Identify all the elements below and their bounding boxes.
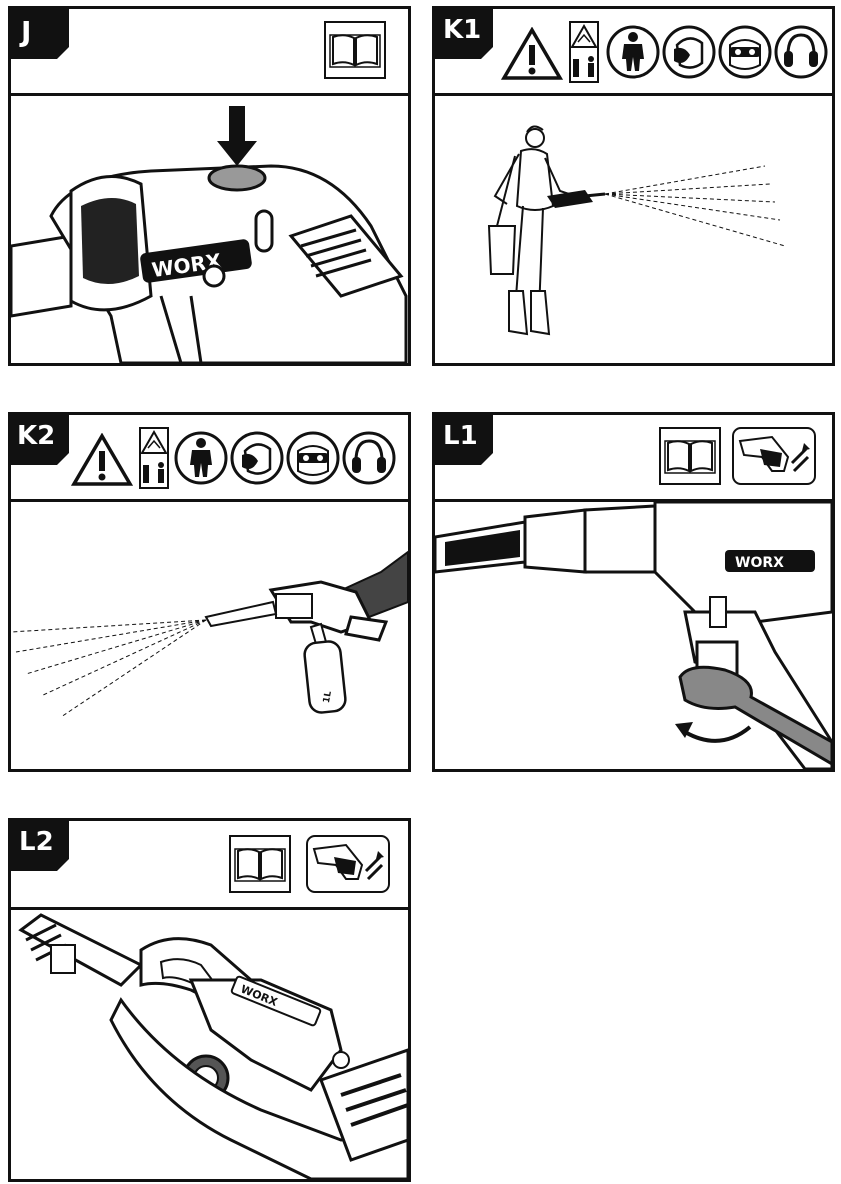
spray-hazard-icon (139, 427, 169, 489)
goggles-icon (718, 25, 772, 79)
step-label: K2 (17, 421, 56, 451)
step-label: K1 (443, 15, 482, 45)
panel-j: J WORX (8, 6, 411, 366)
brand-logo: WORX (735, 555, 784, 571)
panel-header (435, 415, 832, 502)
panel-header (11, 415, 408, 502)
illustration-tool-assembly: WORX (11, 910, 408, 1179)
illustration-person-spraying (435, 96, 832, 363)
spray-hazard-icon (569, 21, 599, 83)
protective-suit-icon (606, 25, 660, 79)
respirator-icon (230, 431, 284, 485)
illustration-press-button: WORX (11, 96, 408, 363)
step-label: L2 (19, 827, 54, 857)
battery-removal-icon (306, 835, 390, 893)
step-label-badge: J (11, 9, 81, 61)
battery-removal-icon (732, 427, 816, 485)
panel-l1: L1 WORX (432, 412, 835, 772)
bottle-label: 1L (322, 690, 334, 704)
protective-suit-icon (174, 431, 228, 485)
warning-triangle-icon (501, 27, 563, 81)
step-label-badge: L1 (435, 415, 505, 467)
panel-l2: L2 WORX (8, 818, 411, 1182)
book-icon (324, 21, 386, 79)
panel-header (11, 821, 408, 910)
book-icon (229, 835, 291, 893)
panel-header (435, 9, 832, 96)
spray-pattern (604, 165, 786, 247)
book-icon (659, 427, 721, 485)
step-label: J (21, 15, 32, 48)
illustration-wrench-tighten: WORX (435, 502, 832, 769)
respirator-icon (662, 25, 716, 79)
illustration-hand-spraying: 1L (11, 502, 408, 769)
ear-protection-icon (774, 25, 828, 79)
panel-header (11, 9, 408, 96)
step-label-badge: K2 (11, 415, 81, 467)
spray-pattern (11, 619, 207, 718)
step-label-badge: K1 (435, 9, 505, 61)
step-label-badge: L2 (11, 821, 81, 873)
panel-k1: K1 (432, 6, 835, 366)
ear-protection-icon (342, 431, 396, 485)
panel-k2: K2 1L (8, 412, 411, 772)
goggles-icon (286, 431, 340, 485)
warning-triangle-icon (71, 433, 133, 487)
step-label: L1 (443, 421, 478, 451)
